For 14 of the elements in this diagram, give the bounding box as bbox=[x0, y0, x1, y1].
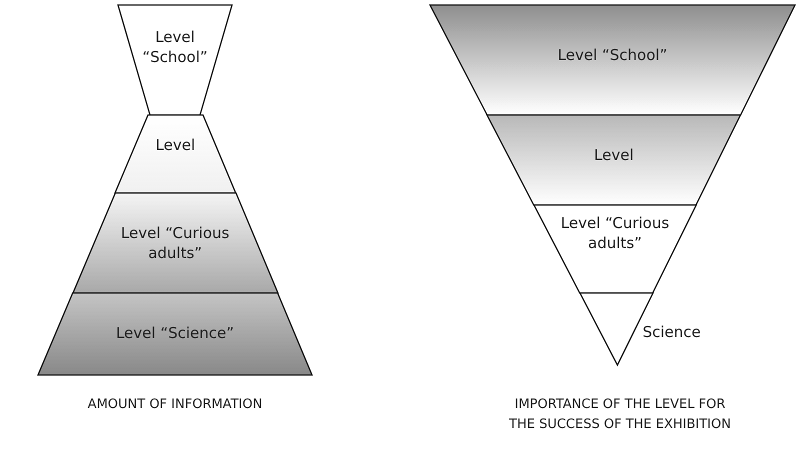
level-label: Science bbox=[642, 323, 701, 341]
pyramid-band bbox=[430, 5, 795, 115]
pyramid-band bbox=[38, 293, 312, 375]
level-label: Level “Science” bbox=[114, 323, 236, 343]
level-label: Level “School” bbox=[141, 27, 209, 67]
level-label: Level “Curious adults” bbox=[560, 213, 670, 253]
pyramid-band bbox=[118, 5, 232, 115]
level-label: Level bbox=[593, 145, 635, 165]
pyramid-band bbox=[487, 115, 741, 205]
axis-caption: AMOUNT OF INFORMATION bbox=[86, 396, 264, 414]
level-label: Level “Curious adults” bbox=[120, 223, 230, 263]
level-label: Level “School” bbox=[556, 45, 668, 65]
level-label: Level bbox=[154, 135, 196, 155]
axis-caption: IMPORTANCE OF THE LEVEL FOR THE SUCCESS OF THE EXHIBITION bbox=[508, 396, 732, 434]
